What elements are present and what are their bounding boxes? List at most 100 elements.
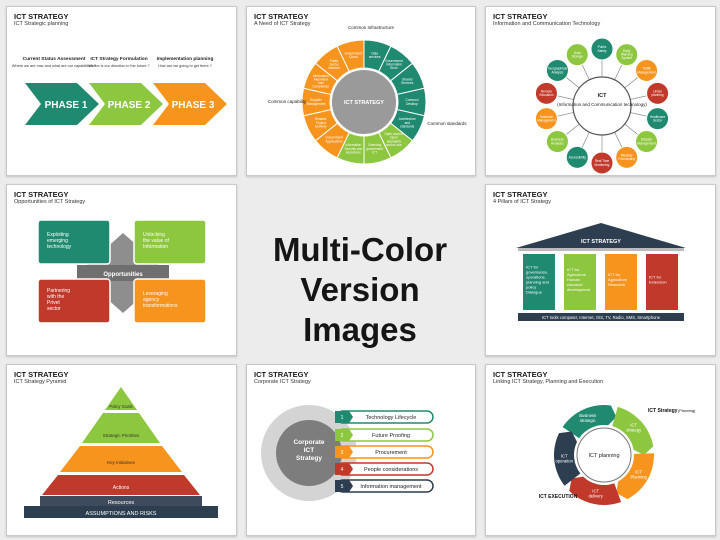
slide-thumbnail-need-of-ict-strategy[interactable]: ICT STRATEGY A Need of ICT Strategy Data… [246, 6, 476, 176]
spoke-node [590, 151, 614, 175]
cycle-center [576, 427, 632, 483]
pyramid-level [105, 387, 137, 410]
slide-thumbnail-ict-hub[interactable]: ICT STRATEGY Information and Communicati… [485, 6, 716, 176]
pillar [564, 254, 596, 310]
cycle-arc [569, 476, 622, 505]
center-label: Opportunities [103, 272, 143, 278]
headline-line-2: Version Images [300, 271, 420, 348]
slide-subtitle: Information and Communication Technology [493, 21, 601, 27]
row-number: 2 [341, 433, 344, 439]
outer-label: Common standards [427, 121, 467, 126]
slide-thumbnail-corporate-ict-strategy[interactable]: ICT STRATEGY Corporate ICT Strategy Corp… [246, 364, 476, 536]
spoke-node [615, 145, 639, 169]
slide-subtitle: Corporate ICT Strategy [254, 379, 311, 385]
spoke-node [646, 81, 670, 105]
hub-center [572, 76, 632, 136]
spoke-node [565, 43, 589, 67]
slide-subtitle: Opportunities of ICT Strategy [14, 199, 86, 205]
pyramid-level [82, 413, 160, 443]
phase-arrows-diagram: Current Status Assessment Where we are n… [12, 56, 227, 125]
roof-label: ICT STRATEGY [581, 239, 621, 245]
slide-thumbnail-strategy-pyramid[interactable]: ICT STRATEGY ICT Strategy Pyramid Policy… [6, 364, 237, 536]
wheel-hub-label: ICT STRATEGY [344, 100, 384, 106]
opportunity-box [37, 219, 111, 265]
assumptions-label: ASSUMPTIONS AND RISKS [86, 511, 157, 517]
spoke-node-label: Accessibility [569, 155, 587, 159]
cycle-arc [612, 406, 654, 455]
strategy-label: ICT Strategy [648, 408, 678, 414]
row-label: People considerations [364, 467, 418, 473]
row-number-tag [335, 429, 353, 441]
row-label: Future Proofing [372, 433, 410, 439]
center-headline: Multi-Color Version Images [246, 184, 474, 354]
base-label: ICT tools computer, Internet, GIS, TV, R… [542, 315, 661, 320]
column-text: Where is our direction in the future ? [88, 64, 149, 68]
slide-thumbnail-strategic-planning[interactable]: ICT STRATEGY ICT Strategic planning Curr… [6, 6, 237, 176]
spoke-node [545, 58, 569, 82]
phase-arrow [25, 83, 99, 125]
pillar [605, 254, 637, 310]
pyramid-level-label: Policy Goals [109, 404, 132, 409]
slide-title: ICT STRATEGY [14, 370, 69, 379]
row-label: Procurement [375, 450, 407, 456]
spoke-node [646, 107, 670, 131]
slide-title: ICT STRATEGY [254, 370, 309, 379]
pyramid-level-label: Actions [113, 485, 130, 491]
opportunity-box [133, 219, 207, 265]
base-bar [518, 313, 684, 321]
assumptions-bar [24, 506, 218, 518]
row-number: 5 [341, 484, 344, 490]
roof [516, 223, 686, 248]
spoke-node [615, 43, 639, 67]
cycle-arc [554, 431, 581, 486]
slide-thumbnail-four-pillars[interactable]: ICT STRATEGY 4 Pillars of ICT Strategy I… [485, 184, 716, 356]
resources-label: Resources [108, 500, 135, 506]
cycle-arc [562, 405, 617, 439]
slide-subtitle: Linking ICT Strategy, Planning and Execu… [493, 379, 604, 385]
center-disc [276, 420, 342, 486]
column-heading: Implementation planning [157, 56, 214, 62]
slide-thumbnail-opportunities[interactable]: ICT STRATEGY Opportunities of ICT Strate… [6, 184, 237, 356]
row-label: Technology Lifecycle [366, 415, 417, 421]
headline-line-1: Multi-Color [272, 231, 448, 268]
execution-label: ICT EXECUTION [539, 494, 578, 500]
opportunity-box [37, 278, 111, 324]
slide-thumbnail-linking-strategy[interactable]: ICT STRATEGY Linking ICT Strategy, Plann… [485, 364, 716, 536]
slide-title: ICT STRATEGY [14, 12, 69, 21]
center-band [77, 265, 169, 281]
phase-arrow [153, 83, 227, 125]
column-heading: Current Status Assessment [23, 56, 86, 62]
slide-subtitle: ICT Strategy Pyramid [14, 379, 67, 385]
